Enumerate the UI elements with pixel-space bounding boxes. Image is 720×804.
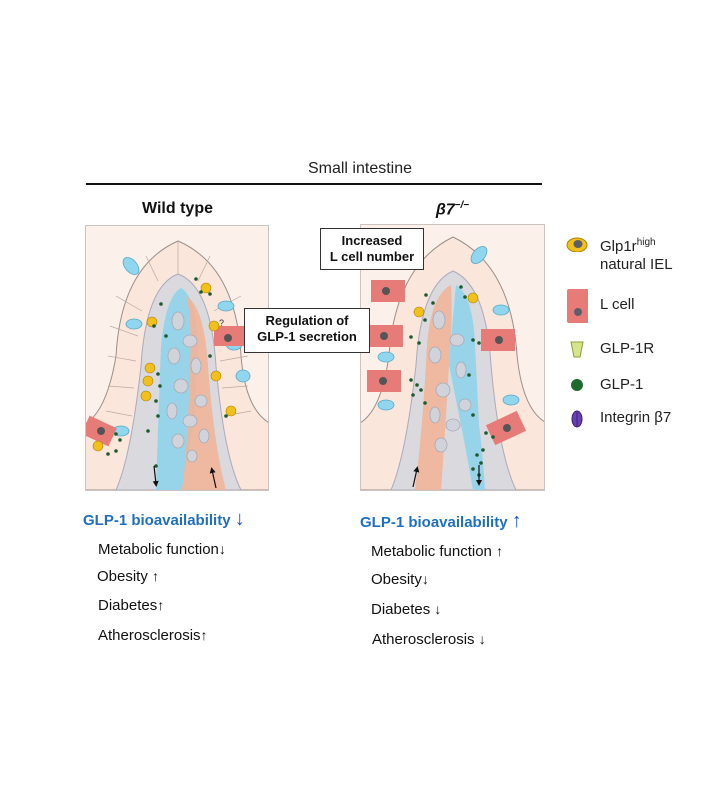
wt-outcome-header: GLP-1 bioavailability ↓ <box>83 508 245 530</box>
legend-item-glp1: GLP-1 <box>566 376 643 394</box>
regulation-callout-line2: GLP-1 secretion <box>257 329 357 344</box>
wild-type-villus-panel: ? <box>85 225 269 491</box>
wt-outcome-atherosclerosis: Atherosclerosis↑ <box>98 627 208 644</box>
ko-outcome-obesity: Obesity↓ <box>371 571 429 588</box>
integrin-b7-icon <box>566 409 588 429</box>
arrow-up-icon: ↑ <box>200 627 208 643</box>
legend-label-glp1: GLP-1 <box>600 376 644 393</box>
arrow-down-icon: ↓ <box>421 571 429 587</box>
arrow-down-icon: ↓ <box>218 541 226 557</box>
b7-knockout-title: β7−/− <box>360 200 545 219</box>
glp1r-receptor-icon <box>566 340 588 358</box>
legend-label-glp1r: GLP-1R <box>600 340 655 357</box>
legend-label-integrin: Integrin β7 <box>600 409 672 426</box>
legend-item-integrin: Integrin β7 <box>566 409 671 429</box>
wild-type-title: Wild type <box>142 200 213 217</box>
section-divider <box>86 183 542 185</box>
arrow-up-icon: ↑ <box>496 543 504 559</box>
section-title: Small intestine <box>307 160 413 177</box>
increased-l-cell-callout: Increased L cell number <box>320 228 424 270</box>
arrow-down-icon: ↓ <box>478 631 486 647</box>
arrow-down-icon: ↓ <box>434 601 442 617</box>
ko-outcome-header: GLP-1 bioavailability ↑ <box>360 510 522 532</box>
arrow-up-icon: ↑ <box>157 597 165 613</box>
wt-outcome-metabolic: Metabolic function↓ <box>98 541 226 558</box>
ko-outcome-metabolic: Metabolic function ↑ <box>371 543 504 560</box>
arrow-down-icon: ↓ <box>234 508 245 530</box>
increased-callout-line1: Increased <box>341 233 403 248</box>
l-cell-icon <box>566 288 588 324</box>
arrow-up-icon: ↑ <box>152 568 160 584</box>
legend-item-l-cell: L cell <box>566 288 634 324</box>
wt-outcome-diabetes: Diabetes↑ <box>98 597 165 614</box>
legend-item-glp1r: GLP-1R <box>566 340 654 358</box>
regulation-callout-line1: Regulation of <box>265 313 349 328</box>
b7-knockout-villus-panel <box>360 224 545 491</box>
ko-outcome-diabetes: Diabetes ↓ <box>371 601 442 618</box>
arrow-up-icon: ↑ <box>511 510 522 532</box>
svg-text:?: ? <box>219 318 224 328</box>
increased-callout-line2: L cell number <box>329 249 415 264</box>
b7-knockout-villus-illustration <box>361 225 544 490</box>
b7-knockout-superscript: −/− <box>454 200 470 211</box>
b7-knockout-title-text: β7 <box>435 201 455 219</box>
regulation-callout: Regulation of GLP-1 secretion <box>244 308 370 353</box>
wild-type-villus-illustration: ? <box>86 226 268 490</box>
wt-outcome-obesity: Obesity ↑ <box>97 568 160 585</box>
iel-cell-icon <box>566 234 588 252</box>
legend-label-l-cell: L cell <box>600 296 635 313</box>
ko-outcome-atherosclerosis: Atherosclerosis ↓ <box>372 631 486 648</box>
glp1-dot-icon <box>566 376 588 394</box>
